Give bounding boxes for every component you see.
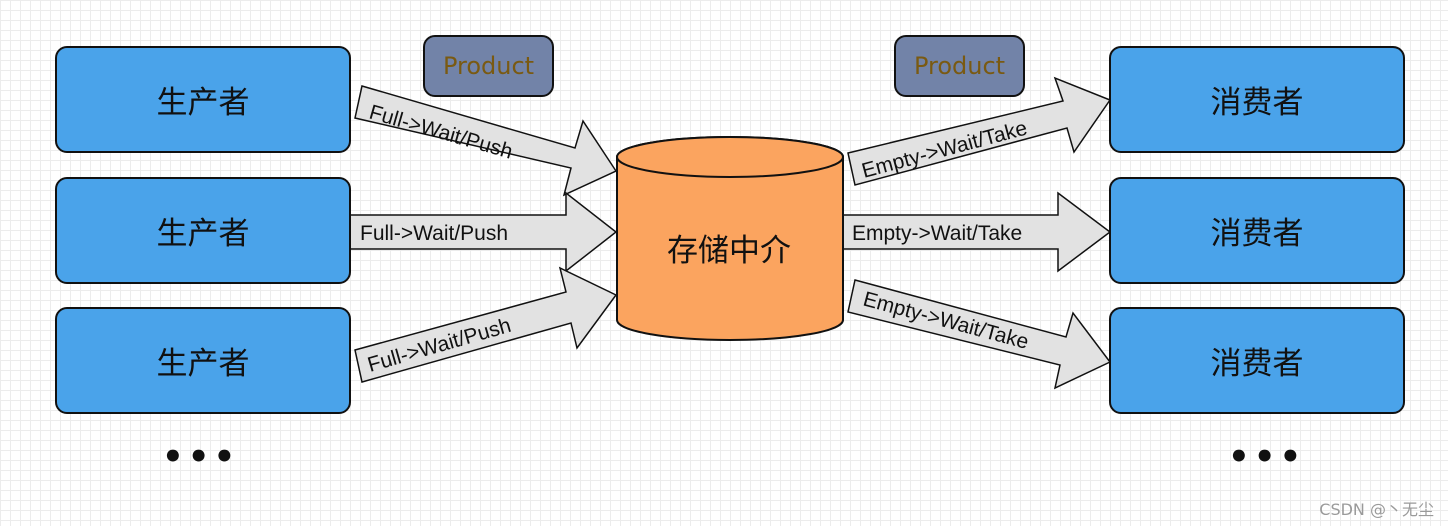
product-tag-left: Product: [423, 35, 554, 97]
consumer-ellipsis: •••: [1228, 437, 1306, 477]
consumer-arrow-3: Empty->Wait/Take: [847, 279, 1112, 390]
producer-arrow-2-label: Full->Wait/Push: [360, 222, 508, 245]
producer-arrow-1: Full->Wait/Push: [354, 85, 618, 197]
producer-box-3: 生产者: [55, 307, 351, 414]
storage-cylinder: [616, 136, 844, 341]
producer-box-2: 生产者: [55, 177, 351, 284]
storage-label: 存储中介: [667, 233, 791, 269]
producer-ellipsis: •••: [162, 437, 240, 477]
consumer-arrow-2-label: Empty->Wait/Take: [852, 222, 1022, 245]
producer-arrow-3: Full->Wait/Push: [354, 266, 618, 383]
watermark: CSDN @丶无尘: [1319, 500, 1434, 519]
consumer-box-1: 消费者: [1109, 46, 1405, 153]
producer-arrow-2: Full->Wait/Push: [349, 191, 618, 273]
consumer-box-2: 消费者: [1109, 177, 1405, 284]
product-tag-right: Product: [894, 35, 1025, 97]
producer-box-1: 生产者: [55, 46, 351, 153]
consumer-box-3: 消费者: [1109, 307, 1405, 414]
consumer-arrow-2: Empty->Wait/Take: [841, 191, 1112, 273]
